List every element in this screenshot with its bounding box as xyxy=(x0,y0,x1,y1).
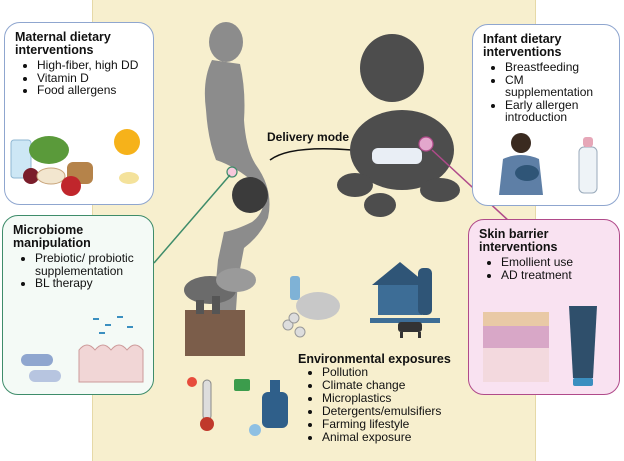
food-illustration xyxy=(10,129,140,196)
delivery-arrow xyxy=(269,147,353,161)
list-item: Microplastics xyxy=(322,392,441,405)
skin-barrier-title: Skin barrier interventions xyxy=(479,227,558,254)
fetus-icon xyxy=(232,177,268,213)
apple-icon xyxy=(61,176,81,196)
skin-connector xyxy=(431,149,511,223)
capsule-icon xyxy=(29,370,61,382)
infant-icon xyxy=(515,165,539,181)
microbiome-connector xyxy=(153,174,231,264)
mother-head-icon xyxy=(511,133,531,153)
detergent-pack-icon xyxy=(234,379,250,391)
list-item: Emollient use xyxy=(501,256,609,269)
list-item: BL therapy xyxy=(35,277,143,290)
list-item: High-fiber, high DD xyxy=(37,59,143,72)
list-item: Vitamin D xyxy=(37,71,143,85)
microbiome-box: Microbiome manipulation Prebiotic/ probi… xyxy=(2,215,154,395)
microbiome-list: Prebiotic/ probiotic supplementation BL … xyxy=(13,252,143,290)
maternal-diet-box: Maternal dietary interventions High-fibe… xyxy=(4,22,154,205)
infant-diet-box: Infant dietary interventions Breastfeedi… xyxy=(472,24,620,206)
factory-pollution-icon xyxy=(184,268,256,356)
maternal-diet-list: High-fiber, high DD Vitamin D Food aller… xyxy=(15,59,143,97)
cow-icon xyxy=(398,322,422,338)
skin-marker-icon xyxy=(418,136,434,152)
maternal-diet-title: Maternal dietary interventions xyxy=(15,30,111,57)
list-item: Farming lifestyle xyxy=(322,418,441,431)
list-item: Pollution xyxy=(322,366,441,379)
skin-illustration xyxy=(483,306,597,386)
bottle-teat-icon xyxy=(583,137,593,147)
list-item: Prebiotic/ probiotic supplementation xyxy=(35,252,143,277)
bacteria-icon xyxy=(93,316,133,334)
water-glass-icon xyxy=(10,139,32,179)
list-item: Animal exposure xyxy=(322,431,441,444)
environmental-exposures-title: Environmental exposures xyxy=(298,352,451,366)
diaper-icon xyxy=(372,148,422,164)
skin-barrier-list: Emollient use AD treatment xyxy=(479,256,609,281)
capsule-icon xyxy=(21,354,53,366)
skin-barrier-box: Skin barrier interventions Emollient use… xyxy=(468,219,620,395)
list-item: Climate change xyxy=(322,379,441,392)
emollient-tube-icon xyxy=(569,306,597,378)
list-item: Detergents/emulsifiers xyxy=(322,405,441,418)
skin-surface-icon xyxy=(483,312,549,326)
greens-icon xyxy=(29,136,69,164)
microbiome-illustration xyxy=(21,316,144,383)
breastfeeding-illustration xyxy=(499,133,598,195)
environmental-exposures-list: Pollution Climate change Microplastics D… xyxy=(306,366,441,444)
thermometer-icon xyxy=(187,377,214,431)
list-item: Breastfeeding xyxy=(505,61,609,74)
list-item: Early allergen introduction xyxy=(505,98,609,124)
delivery-mode-label: Delivery mode xyxy=(267,130,350,144)
vitamin-pill-icon xyxy=(119,172,139,184)
cheese-icon xyxy=(36,167,66,185)
baby-icon xyxy=(337,34,460,217)
microplastics-icon xyxy=(282,276,340,338)
pregnant-woman-icon xyxy=(204,22,270,340)
gut-marker-icon xyxy=(226,166,238,178)
microbiome-title: Microbiome manipulation xyxy=(13,223,91,250)
list-item: Food allergens xyxy=(37,84,143,97)
sun-icon xyxy=(114,129,140,155)
infant-diet-list: Breastfeeding CM supplementation Early a… xyxy=(483,61,609,124)
skin-dermis-icon xyxy=(483,326,549,348)
infant-diet-title: Infant dietary interventions xyxy=(483,32,562,59)
soap-bottle-icon xyxy=(249,380,288,436)
baby-bottle-icon xyxy=(578,146,598,194)
center-panel xyxy=(92,0,536,461)
grapes-icon xyxy=(23,168,39,184)
tube-cap-icon xyxy=(573,378,593,386)
farm-barn-icon xyxy=(370,262,440,323)
gut-villi-icon xyxy=(78,344,144,383)
list-item: CM supplementation xyxy=(505,73,609,99)
list-item: AD treatment xyxy=(501,268,609,282)
